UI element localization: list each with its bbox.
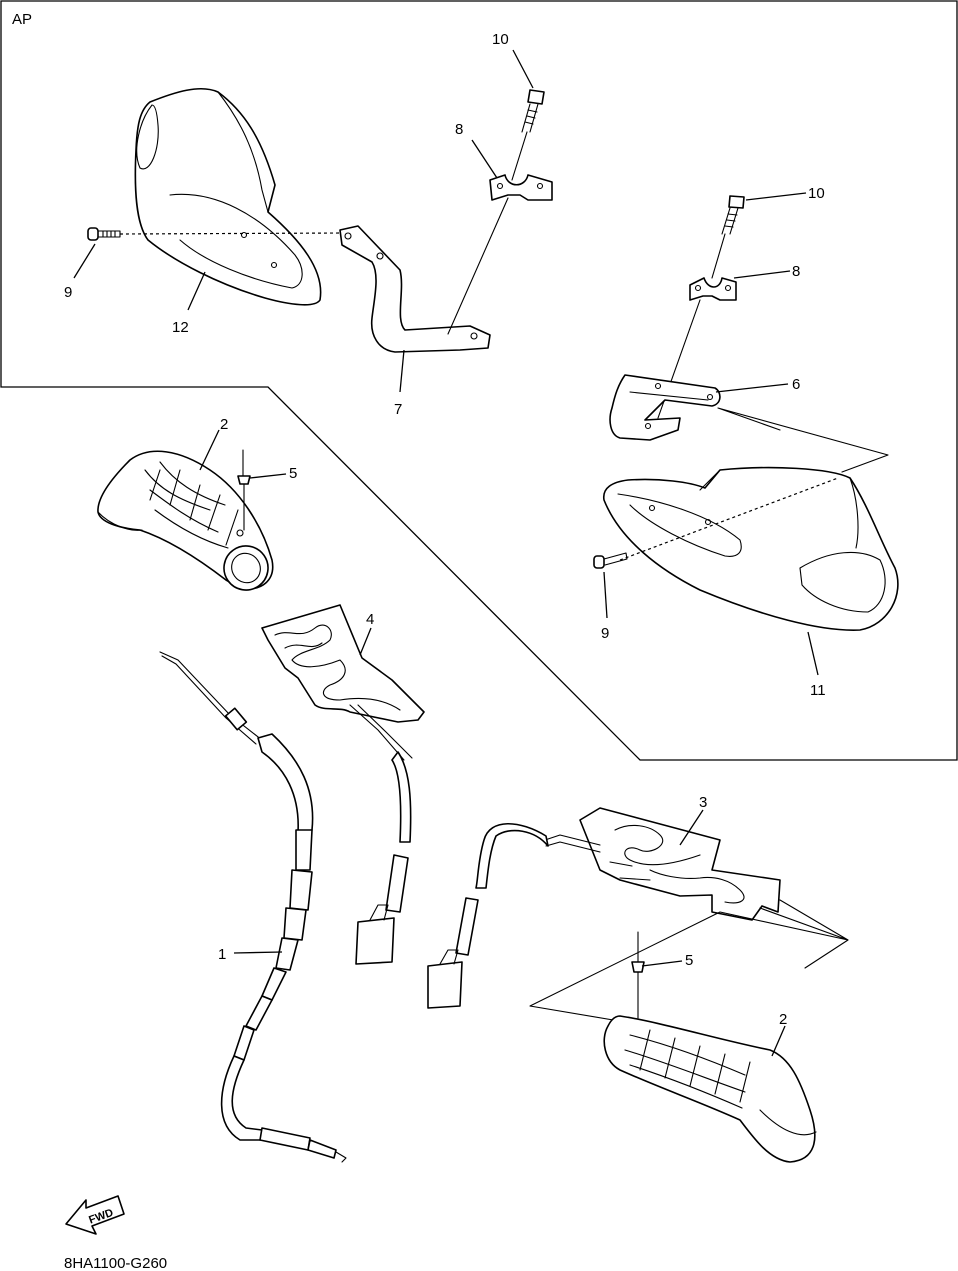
- callout-5-right: 5: [685, 952, 693, 969]
- drawing-code: 8HA1100-G260: [64, 1255, 167, 1271]
- callout-10-upper: 10: [492, 31, 509, 48]
- callout-6: 6: [792, 376, 800, 393]
- alignment-dash-right: [619, 477, 839, 561]
- bracket-7: [339, 225, 491, 353]
- heater-wire-left: [355, 751, 412, 965]
- callout-9-left: 9: [64, 284, 72, 301]
- bracket-6: [609, 374, 721, 441]
- clamp-8-upper: [489, 174, 553, 201]
- callout-4: 4: [366, 611, 374, 628]
- fwd-arrow-icon: FWD: [65, 1195, 125, 1235]
- throttle-cable-1: [159, 651, 347, 1163]
- screw-9-right: [593, 552, 628, 569]
- callout-7: 7: [394, 401, 402, 418]
- alignment-lines-grip-right: [529, 911, 849, 1023]
- rivet-5-right: [631, 931, 645, 1019]
- callout-1: 1: [218, 946, 226, 963]
- heater-wire-right: [427, 822, 601, 1009]
- alignment-dash-left: [119, 232, 346, 235]
- callout-2-right: 2: [779, 1011, 787, 1028]
- callout-8-right: 8: [792, 263, 800, 280]
- grip-2-right: [603, 1015, 817, 1163]
- bolt-10-upper: [521, 89, 545, 133]
- ap-box-label: AP: [12, 11, 32, 28]
- callout-10-right: 10: [808, 185, 825, 202]
- callout-11: 11: [810, 682, 826, 699]
- callout-8-upper: 8: [455, 121, 463, 138]
- screw-9-left: [87, 227, 121, 241]
- callout-12: 12: [172, 319, 189, 336]
- callout-9-right: 9: [601, 625, 609, 642]
- callout-2-left: 2: [220, 416, 228, 433]
- callout-3: 3: [699, 794, 707, 811]
- grip-2-left: [97, 450, 274, 591]
- grip-heater-4: [261, 604, 425, 761]
- bolt-10-right: [721, 195, 745, 235]
- hand-guard-left: [134, 88, 322, 306]
- grip-heater-3: [579, 807, 781, 921]
- callout-5-left: 5: [289, 465, 297, 482]
- rivet-5-left: [237, 449, 251, 531]
- assembly-line-upper: [447, 131, 528, 335]
- clamp-8-right: [689, 277, 737, 301]
- ap-option-frame: [0, 0, 958, 761]
- leader-lines: [73, 49, 819, 1057]
- hand-guard-right: [603, 466, 899, 631]
- alignment-lines-right: [717, 407, 889, 473]
